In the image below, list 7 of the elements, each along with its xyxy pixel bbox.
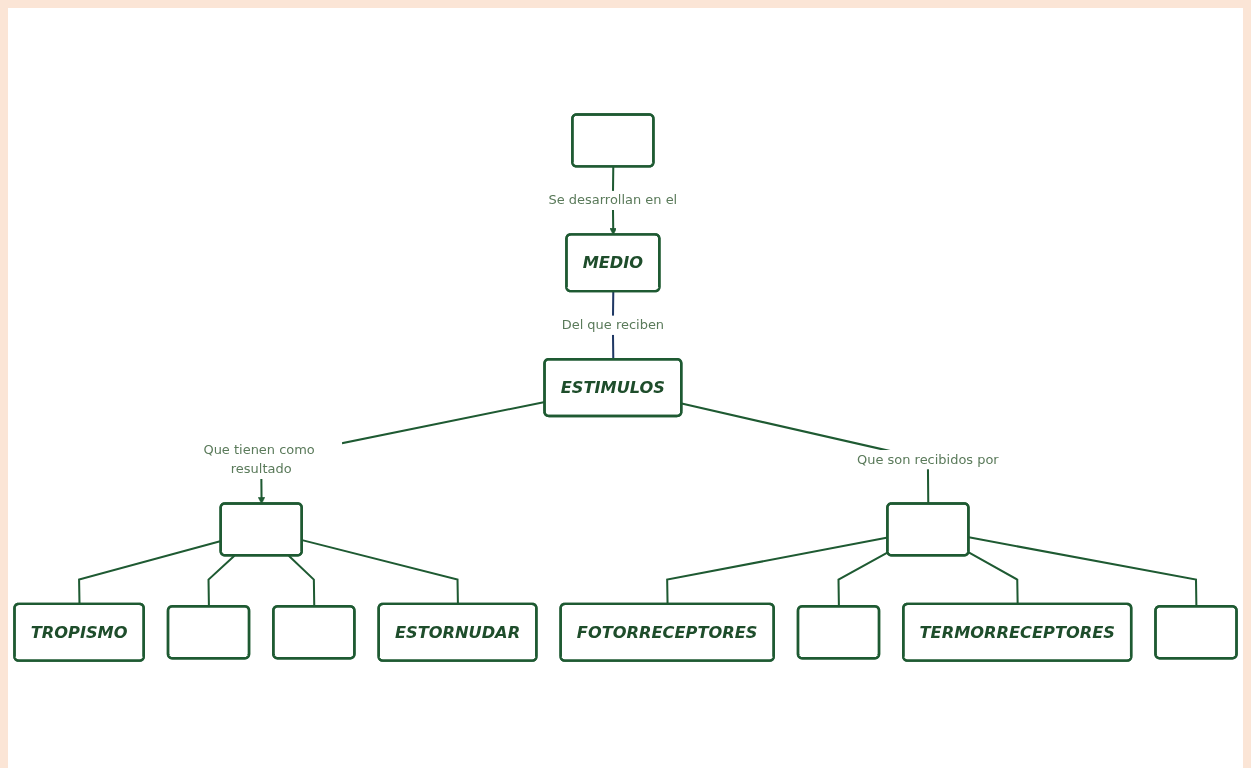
connector bbox=[968, 552, 1019, 605]
connector bbox=[666, 537, 888, 605]
edge-label: Que son recibidos por bbox=[857, 452, 999, 468]
edge-label: Del que reciben bbox=[561, 317, 665, 333]
connector bbox=[301, 539, 459, 605]
edge-label: Se desarrollan en el bbox=[548, 192, 678, 209]
edge-label: Que tienen como resultado bbox=[203, 442, 315, 478]
